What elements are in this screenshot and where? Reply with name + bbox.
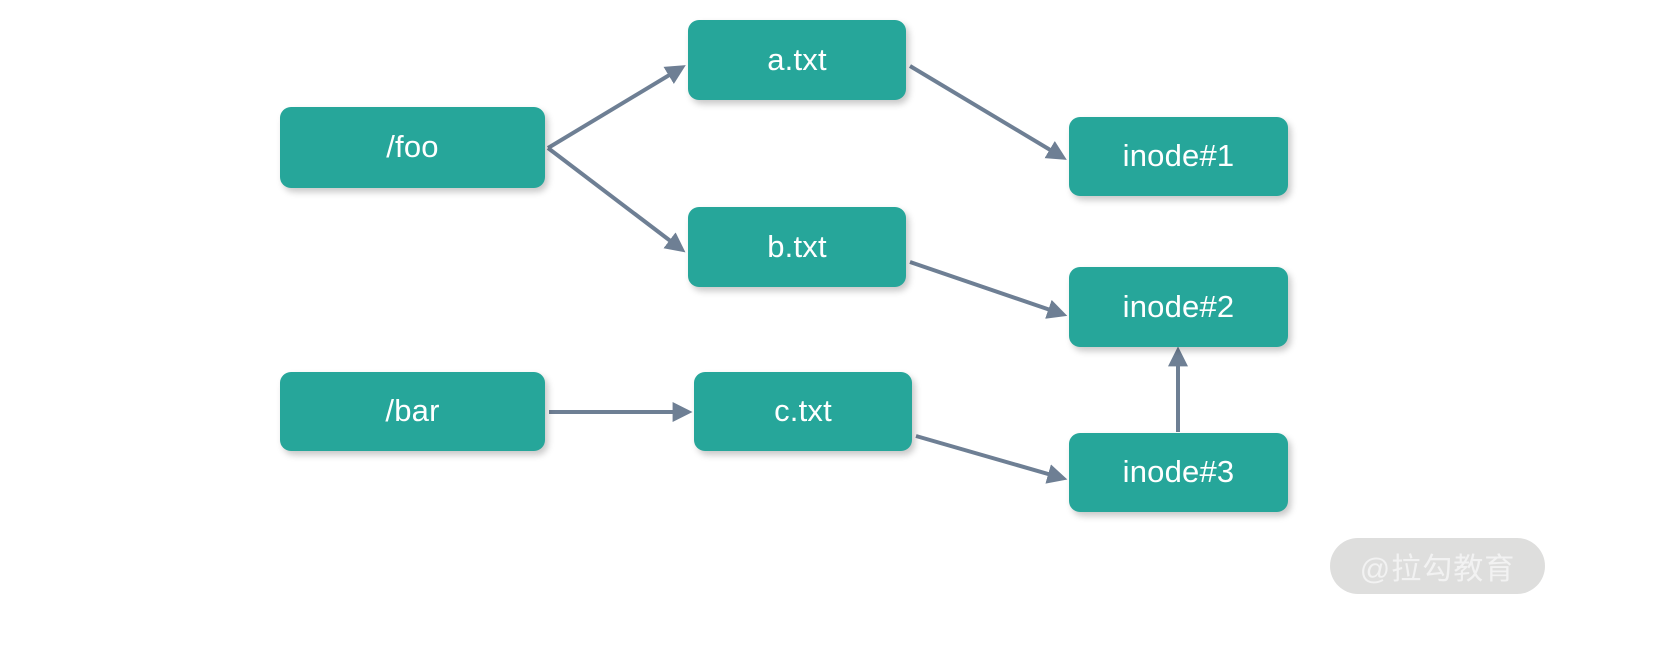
watermark-badge: @拉勾教育 [1330, 538, 1545, 594]
edge-atxt-to-inode1 [908, 64, 1067, 160]
edge-foo-to-atxt [546, 65, 686, 150]
node-a-txt[interactable]: a.txt [688, 20, 906, 100]
node-bar[interactable]: /bar [280, 372, 545, 451]
node-label: /bar [385, 393, 440, 428]
node-b-txt[interactable]: b.txt [688, 207, 906, 287]
node-label: b.txt [767, 228, 827, 264]
node-label: inode#1 [1122, 138, 1235, 173]
node-inode-3[interactable]: inode#3 [1069, 433, 1288, 512]
node-label: inode#3 [1122, 454, 1235, 489]
edge-foo-to-btxt [546, 146, 686, 253]
edge-btxt-to-inode2 [909, 260, 1068, 319]
node-label: inode#2 [1122, 288, 1235, 324]
node-foo[interactable]: /foo [280, 107, 545, 188]
watermark-text: @拉勾教育 [1359, 553, 1516, 586]
node-c-txt[interactable]: c.txt [694, 372, 912, 451]
node-label: a.txt [767, 41, 827, 77]
node-label: /foo [386, 129, 439, 164]
node-inode-1[interactable]: inode#1 [1069, 117, 1288, 196]
node-label: c.txt [774, 393, 832, 428]
edge-ctxt-to-inode3 [915, 434, 1068, 484]
node-inode-2[interactable]: inode#2 [1069, 267, 1288, 347]
